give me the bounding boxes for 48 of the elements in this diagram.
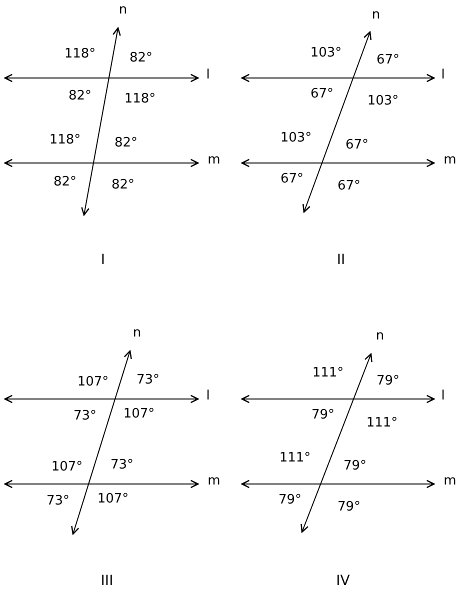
angle-label: 67° (280, 172, 304, 186)
angle-label: 73° (46, 494, 70, 508)
line-label: m (444, 474, 456, 488)
angle-label: 82° (53, 176, 77, 188)
angle-label: 67° (337, 180, 361, 192)
line-label: m (444, 154, 456, 166)
figure-label: II (336, 253, 346, 267)
line-label: m (208, 154, 220, 166)
angle-label: 103° (367, 94, 399, 108)
angle-label: 82° (129, 52, 153, 64)
angle-label: 73° (136, 374, 160, 386)
angle-label: 107° (77, 376, 109, 388)
angle-label: 111° (279, 452, 311, 464)
angle-label: 79° (278, 494, 302, 506)
angle-label: 107° (51, 460, 83, 474)
angle-label: 82° (111, 178, 135, 192)
angle-label: 118° (124, 92, 156, 106)
line-label: l (206, 68, 210, 82)
figure-label: I (100, 253, 106, 267)
line-label: n (376, 330, 384, 342)
angle-label: 67° (310, 88, 334, 100)
angle-label: 79° (343, 460, 367, 472)
angle-label: 107° (97, 492, 129, 506)
angle-label: 73° (73, 410, 97, 422)
angle-label: 67° (345, 138, 369, 152)
line-label: n (118, 4, 128, 16)
line-label: l (206, 390, 210, 402)
line-label: l (441, 390, 445, 402)
figure-label: IV (336, 574, 350, 588)
angle-label: 118° (64, 48, 96, 60)
angle-label: 82° (68, 90, 92, 102)
line-label: m (208, 474, 220, 488)
angle-label: 79° (337, 500, 361, 514)
line-label: n (132, 326, 142, 340)
angle-label: 73° (110, 458, 134, 472)
angle-label: 111° (366, 416, 398, 430)
angle-label: 79° (311, 408, 335, 422)
angle-label: 67° (376, 54, 400, 66)
figure-label: III (100, 574, 114, 588)
angle-label: 103° (280, 132, 312, 144)
angle-label: 111° (312, 366, 344, 380)
angle-label: 79° (376, 374, 400, 388)
angle-label: 118° (49, 134, 81, 146)
angle-label: 103° (310, 46, 342, 60)
line-label: l (441, 68, 445, 82)
angle-label: 82° (114, 136, 138, 150)
line-label: n (372, 8, 380, 22)
angle-label: 107° (123, 408, 155, 420)
